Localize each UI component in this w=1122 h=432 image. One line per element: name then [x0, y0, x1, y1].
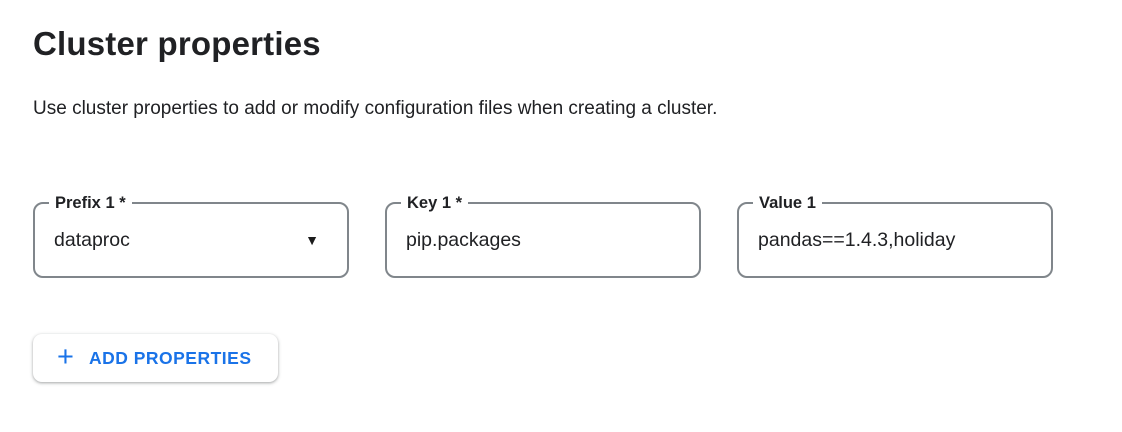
key-field: Key 1 *	[385, 193, 701, 278]
prefix-field[interactable]: Prefix 1 * dataproc ▼	[33, 193, 349, 278]
add-properties-button[interactable]: + ADD PROPERTIES	[33, 334, 278, 382]
key-field-label: Key 1 *	[401, 193, 469, 213]
page-title: Cluster properties	[33, 25, 321, 62]
value-field: Value 1	[737, 193, 1053, 278]
section-description: Use cluster properties to add or modify …	[33, 98, 718, 119]
key-input[interactable]	[387, 204, 699, 276]
cluster-properties-section: Cluster properties Use cluster propertie…	[33, 25, 1122, 382]
prefix-select[interactable]: dataproc	[54, 228, 130, 251]
plus-icon: +	[57, 340, 74, 373]
value-input[interactable]	[739, 204, 1051, 276]
prefix-field-label: Prefix 1 *	[49, 193, 132, 213]
add-properties-label: ADD PROPERTIES	[88, 347, 252, 368]
value-field-label: Value 1	[753, 193, 822, 213]
property-row-1: Prefix 1 * dataproc ▼ Key 1 * Value 1	[33, 193, 1122, 278]
